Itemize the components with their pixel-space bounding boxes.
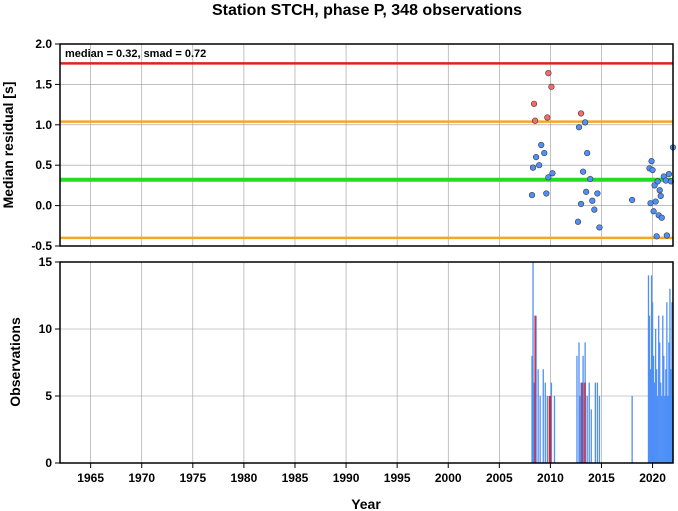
residual-point: [648, 158, 655, 165]
x-tick-label: 2010: [537, 471, 564, 485]
residual-point: [596, 224, 603, 231]
residual-point: [529, 164, 537, 171]
top-gridlines: [60, 43, 673, 247]
residual-point: [658, 214, 665, 221]
top-y-axis-label: Median residual [s]: [0, 82, 16, 209]
x-tick-label: 1985: [282, 471, 309, 485]
residual-point: [662, 177, 669, 184]
reference-lines: [60, 62, 673, 240]
x-tick-label: 1980: [231, 471, 258, 485]
residual-point: [531, 117, 539, 124]
residual-point: [583, 188, 590, 195]
residual-point: [541, 149, 548, 157]
residual-point: [594, 190, 601, 197]
residual-point: [657, 192, 664, 200]
x-tick-label: 2005: [486, 471, 513, 485]
residual-point: [530, 100, 538, 107]
residual-point: [532, 154, 540, 161]
x-ticks: 1965 1970 1975 1980 1985 1990 1995 2000 2005 2010…: [77, 463, 666, 485]
residual-point: [656, 187, 663, 194]
residual-points: [528, 69, 677, 240]
x-tick-label: 1975: [179, 471, 206, 485]
bottom-plot-frame: [59, 261, 674, 464]
residual-point: [649, 166, 656, 174]
bottom-y-tick-label: 5: [45, 389, 52, 403]
chart-title: Station STCH, phase P, 348 observations: [212, 2, 522, 19]
top-y-tick-label: -0.5: [31, 239, 52, 253]
top-y-tick-label: 1.0: [35, 118, 52, 132]
observation-bars: [531, 262, 674, 463]
x-tick-label: 1970: [128, 471, 155, 485]
residual-point: [577, 110, 585, 117]
stats-annotation: median = 0.32, smad = 0.72: [65, 48, 206, 60]
top-plot-frame: [59, 43, 674, 247]
residual-point: [591, 206, 598, 213]
x-axis-label: Year: [351, 496, 381, 511]
residual-point: [647, 200, 654, 207]
top-y-tick-label: 0.0: [35, 199, 52, 213]
residual-point: [663, 232, 670, 239]
residual-point: [545, 69, 552, 77]
residual-point: [577, 200, 585, 208]
bottom-y-tick-label: 10: [39, 322, 53, 336]
residual-point: [584, 149, 591, 157]
residual-point: [665, 170, 673, 178]
top-y-ticks: -0.5 0.0 0.5 1.0 1.5 2.0: [31, 37, 60, 253]
top-y-tick-label: 2.0: [35, 37, 52, 51]
x-tick-label: 1995: [384, 471, 411, 485]
x-tick-label: 1965: [77, 471, 104, 485]
x-tick-label: 1990: [333, 471, 360, 485]
residual-point: [545, 174, 552, 181]
residual-point: [589, 197, 596, 204]
residual-point: [528, 191, 536, 199]
residual-point: [653, 233, 660, 240]
bottom-y-axis-label: Observations: [7, 317, 23, 407]
residual-point: [575, 124, 583, 131]
top-y-tick-label: 1.5: [35, 77, 52, 91]
residual-point: [544, 114, 551, 121]
residual-point: [538, 141, 545, 149]
residual-point: [543, 190, 550, 197]
x-tick-label: 2015: [588, 471, 615, 485]
residual-point: [629, 196, 636, 204]
x-tick-label: 2000: [435, 471, 462, 485]
residual-point: [652, 198, 659, 205]
bottom-y-tick-label: 0: [45, 456, 52, 470]
residual-point: [549, 170, 556, 177]
residual-point: [651, 182, 658, 189]
residual-point: [587, 175, 594, 183]
residual-point: [650, 208, 657, 215]
residual-point: [536, 162, 543, 169]
residual-point: [582, 119, 589, 126]
bottom-y-ticks: 0 5 10 15: [39, 255, 60, 470]
x-tick-label: 2020: [639, 471, 666, 485]
top-y-tick-label: 0.5: [35, 158, 52, 172]
residual-point: [579, 168, 587, 175]
residual-point: [548, 83, 555, 90]
residual-point: [654, 178, 661, 185]
residual-point: [574, 218, 582, 225]
bottom-y-tick-label: 15: [39, 255, 53, 269]
